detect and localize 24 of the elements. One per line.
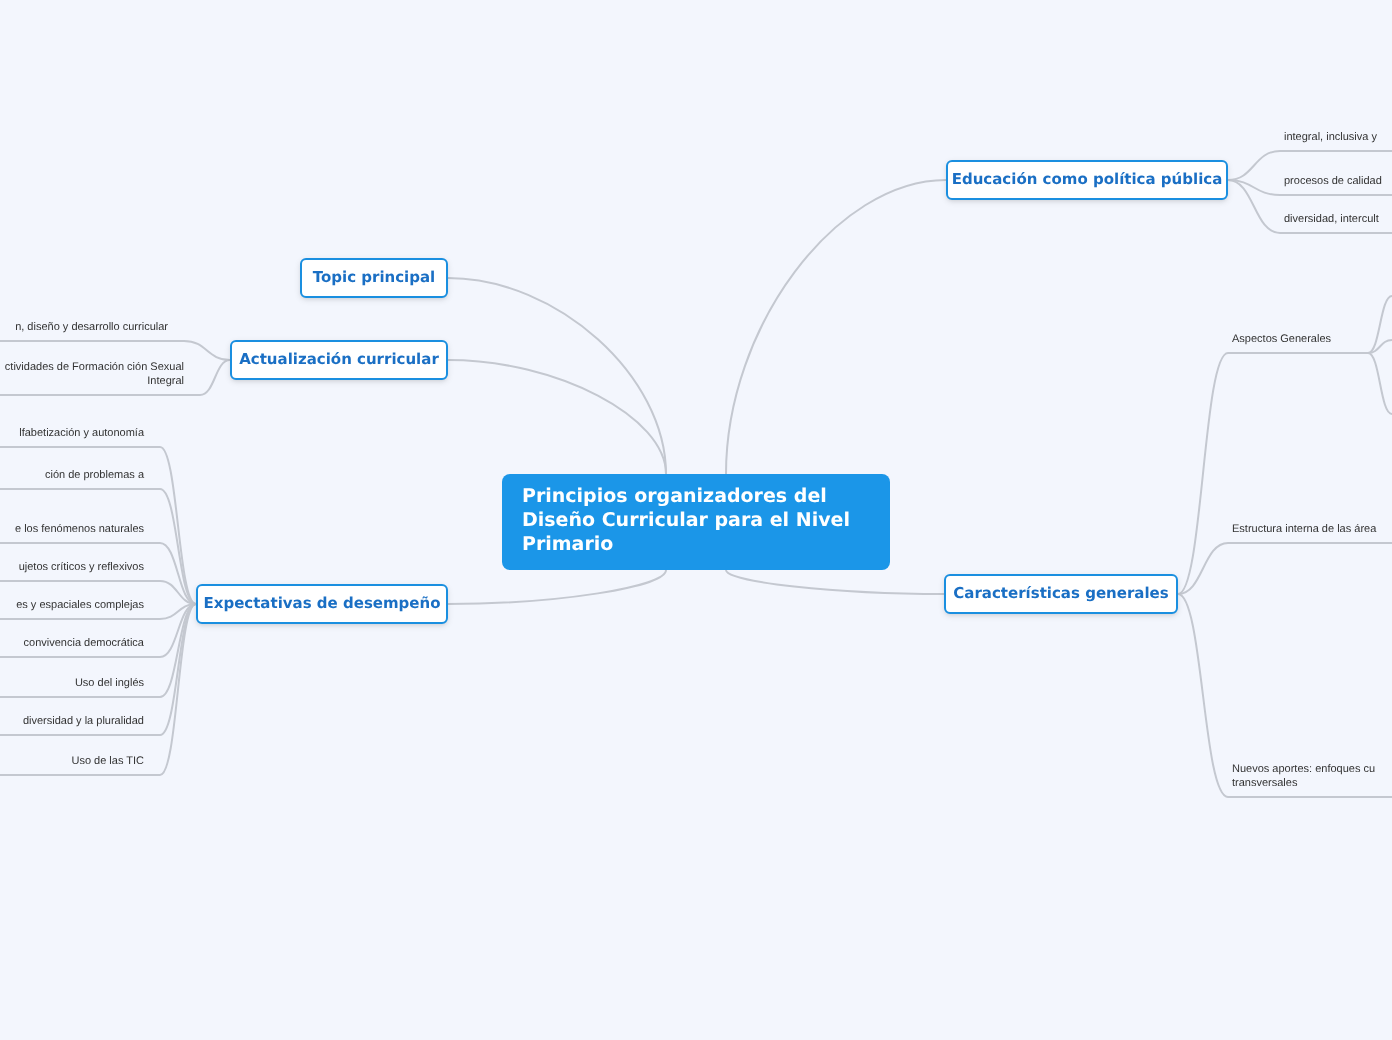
branch-line — [159, 580, 197, 605]
branch-line — [1227, 179, 1281, 196]
branch-line — [1177, 542, 1229, 595]
branch-line — [1367, 339, 1392, 354]
branch-line — [159, 542, 197, 605]
branch-line — [159, 603, 197, 658]
branch-line — [1177, 593, 1229, 798]
central-topic-box: Principios organizadores del Diseño Curricular para el Nivel Primario — [502, 474, 890, 570]
branch-line — [183, 340, 231, 361]
branch-line — [159, 603, 197, 776]
branch-line — [447, 569, 667, 605]
branch-line — [725, 179, 947, 475]
branch-line — [1177, 352, 1229, 595]
branch-line — [159, 446, 197, 605]
branch-line — [159, 488, 197, 605]
branch-line — [1367, 295, 1392, 354]
branch-line — [1227, 150, 1281, 181]
branch-line — [159, 603, 197, 620]
branch-line — [725, 569, 945, 595]
branch-line — [1367, 352, 1392, 415]
branch-line — [159, 603, 197, 736]
branch-line — [1227, 179, 1281, 234]
branch-line — [447, 359, 667, 475]
branch-line — [199, 359, 231, 396]
